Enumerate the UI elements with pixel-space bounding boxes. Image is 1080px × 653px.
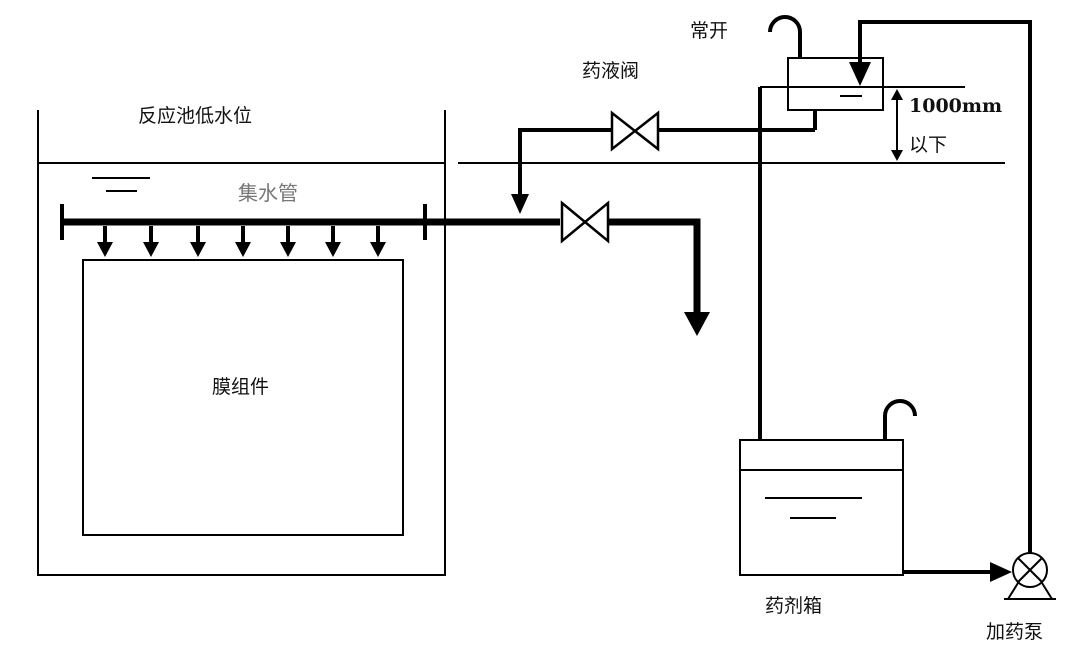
height-dimension bbox=[891, 89, 903, 161]
normally-open-label: 常开 bbox=[690, 20, 728, 42]
chemical-tank-level bbox=[765, 497, 862, 519]
collector-pipe-label: 集水管 bbox=[238, 181, 298, 205]
overflow-pipe bbox=[749, 87, 771, 468]
height-value-label: 1000mm bbox=[909, 95, 1002, 117]
chemical-tank bbox=[739, 439, 904, 576]
pump-discharge-line bbox=[849, 20, 1032, 553]
dosing-pump bbox=[1004, 552, 1056, 600]
height-below-label: 以下 bbox=[909, 134, 947, 156]
water-level-symbol bbox=[92, 177, 150, 192]
chemical-tank-label: 药剂箱 bbox=[765, 595, 822, 617]
pump-suction-line bbox=[903, 562, 1012, 582]
reactor-low-level-label: 反应池低水位 bbox=[138, 105, 252, 127]
membrane-module-label: 膜组件 bbox=[212, 376, 269, 398]
injection-arrow bbox=[511, 194, 529, 214]
chemical-tank-faucet bbox=[883, 399, 917, 440]
outlet-valve bbox=[560, 200, 610, 244]
outlet-arrow bbox=[684, 312, 710, 336]
collector-pipe bbox=[60, 204, 710, 336]
dosing-line bbox=[511, 110, 817, 214]
membrane-module bbox=[82, 259, 404, 536]
suction-arrows bbox=[97, 226, 386, 257]
head-tank-faucet bbox=[768, 15, 802, 58]
dosing-pump-label: 加药泵 bbox=[986, 621, 1043, 643]
dosing-valve bbox=[610, 110, 660, 152]
dosing-valve-label: 药液阀 bbox=[582, 60, 639, 82]
reaction-tank bbox=[37, 110, 446, 576]
